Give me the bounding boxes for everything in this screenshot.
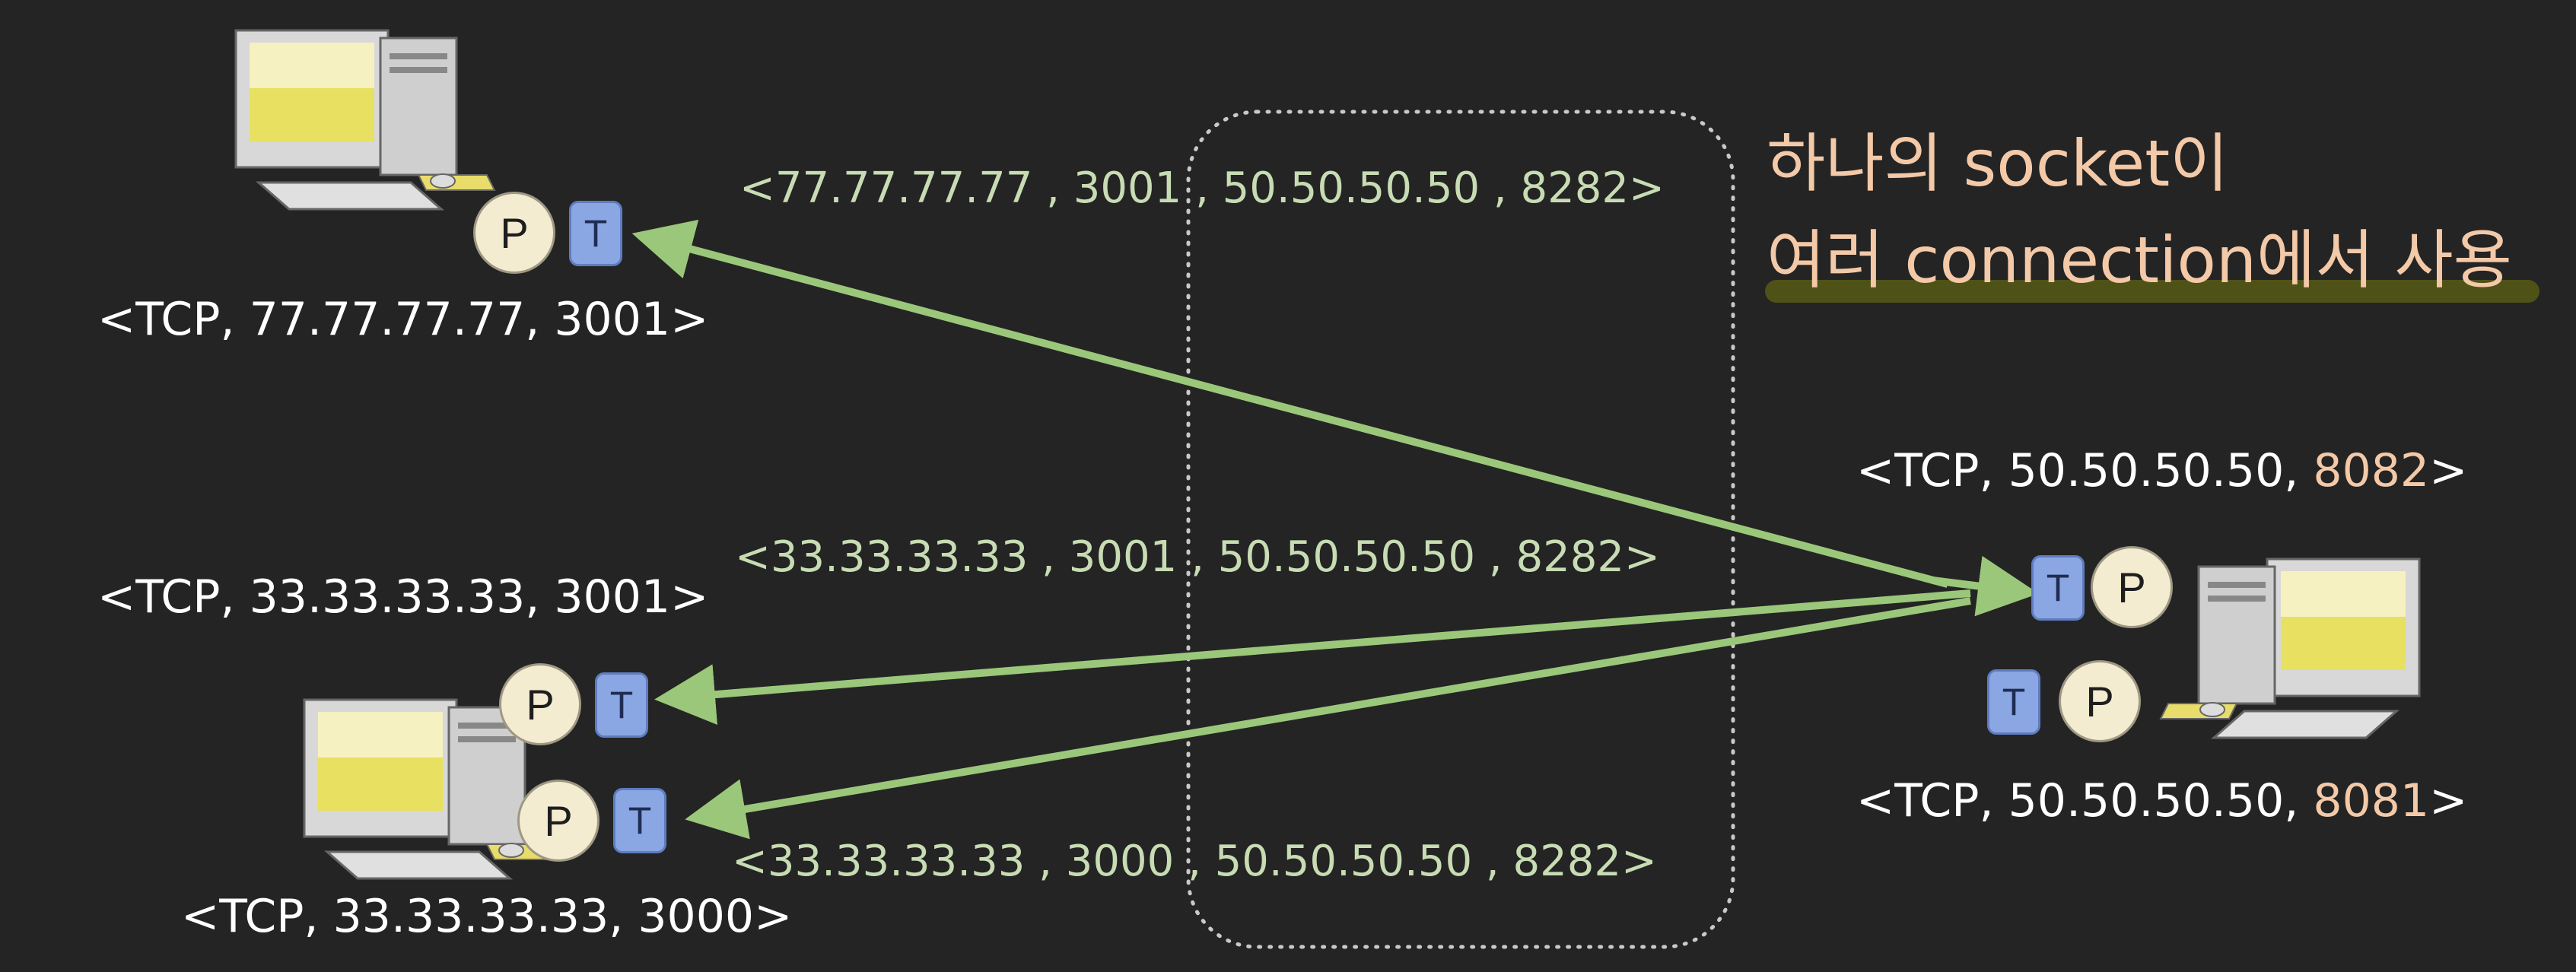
middle-client-process-icon: P bbox=[499, 663, 581, 745]
server-computer-icon bbox=[2159, 557, 2421, 739]
server-upper-socket-label: <TCP, 50.50.50.50, 8082> bbox=[1856, 444, 2467, 497]
top-client-process-icon: P bbox=[473, 192, 555, 274]
connection-tuple-3: <33.33.33.33 , 3000 , 50.50.50.50 , 8282… bbox=[732, 837, 1657, 886]
bottom-client-socket-label: <TCP, 33.33.33.33, 3000> bbox=[181, 890, 793, 943]
middle-client-socket-label: <TCP, 33.33.33.33, 3001> bbox=[97, 570, 709, 624]
top-client-tcp-icon: T bbox=[569, 201, 622, 266]
arrow-to-top-client bbox=[631, 219, 1949, 588]
connection-tuple-1: <77.77.77.77 , 3001 , 50.50.50.50 , 8282… bbox=[739, 164, 1665, 213]
server-upper-process-icon: P bbox=[2091, 546, 2173, 628]
title-highlight bbox=[1765, 280, 2539, 303]
server-lower-socket-suffix: > bbox=[2429, 774, 2468, 827]
connection-group-box bbox=[1186, 110, 1735, 949]
top-client-socket-label: <TCP, 77.77.77.77, 3001> bbox=[97, 293, 709, 346]
top-client-computer-icon bbox=[234, 29, 496, 211]
server-lower-socket-prefix: <TCP, 50.50.50.50, bbox=[1856, 774, 2314, 827]
server-upper-socket-prefix: <TCP, 50.50.50.50, bbox=[1856, 444, 2314, 497]
server-lower-socket-label: <TCP, 50.50.50.50, 8081> bbox=[1856, 774, 2467, 827]
middle-client-tcp-icon: T bbox=[595, 672, 648, 738]
arrow-to-middle-client bbox=[654, 589, 1971, 726]
bottom-client-tcp-icon: T bbox=[613, 788, 666, 853]
title-line-1: 하나의 socket이 bbox=[1767, 126, 2229, 201]
server-lower-socket-port: 8081 bbox=[2313, 774, 2430, 827]
connection-tuple-2: <33.33.33.33 , 3001 , 50.50.50.50 , 8282… bbox=[735, 532, 1660, 582]
arrow-to-bottom-client bbox=[685, 597, 1971, 840]
server-upper-socket-suffix: > bbox=[2429, 444, 2468, 497]
server-lower-tcp-icon: T bbox=[1987, 669, 2040, 735]
server-lower-process-icon: P bbox=[2059, 660, 2141, 742]
bottom-client-process-icon: P bbox=[517, 780, 599, 862]
title-line-2: 여러 connection에서 사용 bbox=[1767, 223, 2512, 297]
server-upper-socket-port: 8082 bbox=[2313, 444, 2430, 497]
server-upper-tcp-icon: T bbox=[2031, 555, 2085, 621]
